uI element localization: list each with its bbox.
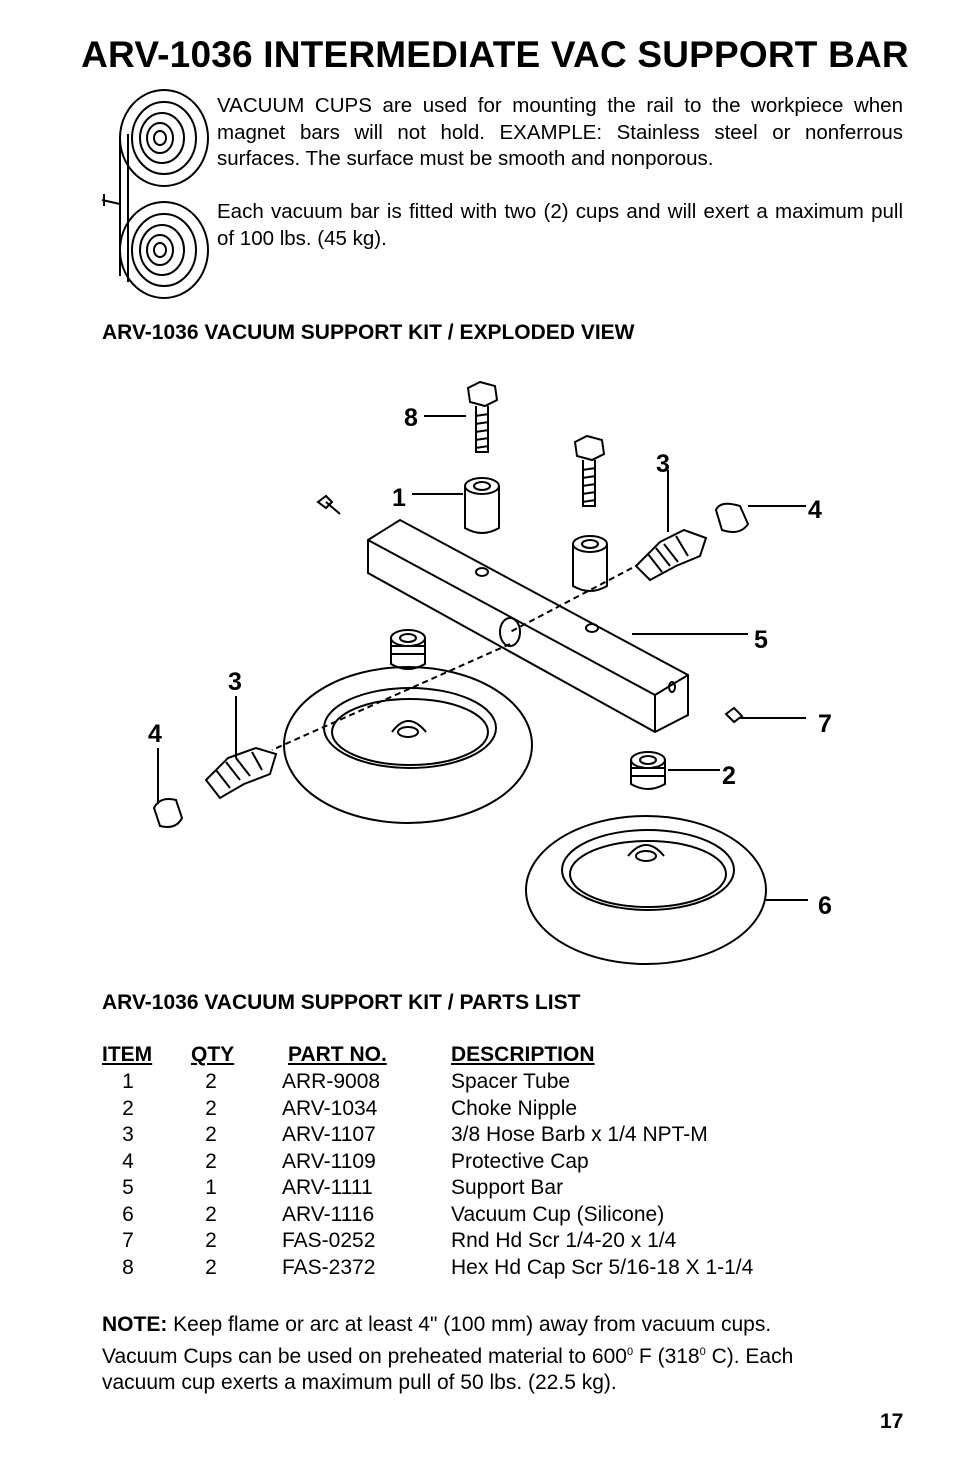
item-cell: 1 bbox=[122, 1070, 134, 1093]
description-cell: Support Bar bbox=[451, 1176, 564, 1199]
callout-3-upper: 3 bbox=[656, 450, 670, 478]
exploded-view-heading: ARV-1036 VACUUM SUPPORT KIT / EXPLODED V… bbox=[102, 321, 635, 344]
qty-cell: 2 bbox=[205, 1229, 217, 1252]
item-cell: 7 bbox=[122, 1229, 134, 1252]
callout-1: 1 bbox=[392, 484, 406, 512]
degree-superscript: 0 bbox=[699, 1345, 706, 1358]
part-cell: ARV-1034 bbox=[282, 1096, 378, 1120]
item-cell: 6 bbox=[122, 1202, 134, 1226]
callout-8: 8 bbox=[404, 404, 418, 432]
column-header-part-no: PART NO. bbox=[288, 1043, 387, 1066]
part-cell: ARV-1107 bbox=[282, 1123, 376, 1146]
item-cell: 8 bbox=[122, 1255, 134, 1279]
table-row: 7 2 FAS-0252 Rnd Hd Scr 1/4-20 x 1/4 bbox=[0, 1229, 954, 1256]
callout-4-upper: 4 bbox=[808, 496, 822, 524]
table-header-row: ITEM QTY PART NO. DESCRIPTION bbox=[0, 1043, 954, 1070]
note-line-2a: Vacuum Cups can be used on preheated mat… bbox=[102, 1344, 627, 1368]
qty-cell: 2 bbox=[205, 1123, 217, 1146]
qty-cell: 2 bbox=[205, 1149, 217, 1173]
intro-paragraph-2: Each vacuum bar is fitted with two (2) c… bbox=[217, 200, 903, 250]
callout-3-lower: 3 bbox=[228, 668, 242, 696]
table-row: 6 2 ARV-1116 Vacuum Cup (Silicone) bbox=[0, 1203, 954, 1230]
note-paragraph: NOTE: Keep flame or arc at least 4" (100… bbox=[102, 1312, 922, 1397]
part-cell: ARR-9008 bbox=[282, 1070, 381, 1093]
page-title: ARV-1036 INTERMEDIATE VAC SUPPORT BAR bbox=[81, 34, 909, 75]
description-cell: Vacuum Cup (Silicone) bbox=[451, 1202, 665, 1226]
item-cell: 5 bbox=[122, 1176, 134, 1199]
column-header-qty: QTY bbox=[191, 1043, 235, 1066]
part-cell: FAS-2372 bbox=[282, 1255, 376, 1279]
item-cell: 3 bbox=[122, 1123, 134, 1146]
callout-7: 7 bbox=[818, 710, 832, 738]
exploded-view-diagram: 8 3 1 4 5 3 4 7 2 6 bbox=[148, 380, 832, 965]
table-row: 4 2 ARV-1109 Protective Cap bbox=[0, 1150, 954, 1177]
description-cell: Rnd Hd Scr 1/4-20 x 1/4 bbox=[451, 1229, 677, 1252]
description-cell: Spacer Tube bbox=[451, 1070, 571, 1093]
callout-5: 5 bbox=[754, 626, 768, 654]
part-cell: FAS-0252 bbox=[282, 1229, 376, 1252]
part-cell: ARV-1109 bbox=[282, 1149, 376, 1173]
vacuum-bar-illustration bbox=[101, 89, 209, 299]
intro-paragraph-1: VACUUM CUPS are used for mounting the ra… bbox=[217, 94, 903, 170]
item-cell: 4 bbox=[122, 1149, 134, 1173]
description-cell: Protective Cap bbox=[451, 1149, 589, 1173]
table-row: 3 2 ARV-1107 3/8 Hose Barb x 1/4 NPT-M bbox=[0, 1123, 954, 1150]
table-row: 2 2 ARV-1034 Choke Nipple bbox=[0, 1097, 954, 1124]
parts-list-heading: ARV-1036 VACUUM SUPPORT KIT / PARTS LIST bbox=[102, 991, 581, 1014]
table-row: 1 2 ARR-9008 Spacer Tube bbox=[0, 1070, 954, 1097]
callout-4-lower: 4 bbox=[148, 720, 162, 748]
item-cell: 2 bbox=[122, 1096, 134, 1120]
callout-6: 6 bbox=[818, 892, 832, 920]
description-cell: Hex Hd Cap Scr 5/16-18 X 1-1/4 bbox=[451, 1255, 754, 1279]
qty-cell: 2 bbox=[205, 1255, 217, 1279]
column-header-description: DESCRIPTION bbox=[451, 1043, 595, 1066]
part-cell: ARV-1116 bbox=[282, 1202, 375, 1226]
note-line-2c: C). Each bbox=[705, 1344, 794, 1368]
qty-cell: 2 bbox=[205, 1202, 217, 1226]
description-cell: Choke Nipple bbox=[451, 1096, 578, 1120]
degree-superscript: 0 bbox=[626, 1345, 634, 1358]
table-row: 8 2 FAS-2372 Hex Hd Cap Scr 5/16-18 X 1-… bbox=[0, 1256, 954, 1283]
qty-cell: 1 bbox=[205, 1176, 217, 1199]
part-cell: ARV-1111 bbox=[282, 1176, 373, 1199]
note-line-2b: F (318 bbox=[633, 1344, 700, 1368]
note-line-3: vacuum cup exerts a maximum pull of 50 l… bbox=[102, 1371, 617, 1394]
qty-cell: 2 bbox=[205, 1070, 217, 1093]
page-number: 17 bbox=[880, 1410, 904, 1433]
column-header-item: ITEM bbox=[102, 1043, 153, 1066]
callout-2: 2 bbox=[722, 762, 736, 790]
table-row: 5 1 ARV-1111 Support Bar bbox=[0, 1176, 954, 1203]
qty-cell: 2 bbox=[205, 1096, 217, 1120]
note-line-1: Keep flame or arc at least 4" (100 mm) a… bbox=[167, 1313, 772, 1336]
note-label: NOTE: bbox=[102, 1313, 168, 1336]
description-cell: 3/8 Hose Barb x 1/4 NPT-M bbox=[451, 1123, 708, 1146]
